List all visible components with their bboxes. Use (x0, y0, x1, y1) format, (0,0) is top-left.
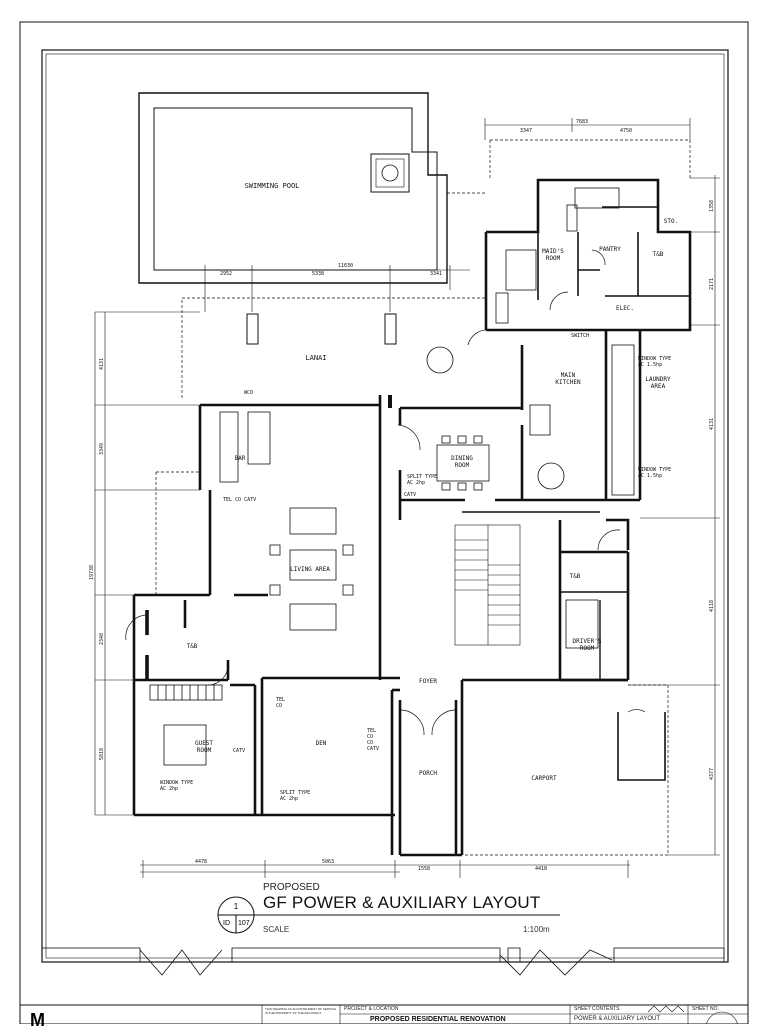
dim-right-e: 4377 (709, 767, 715, 780)
dim-right-b: 2171 (709, 277, 715, 290)
drawing-title: PROPOSED GF POWER & AUXILIARY LAYOUT SCA… (210, 880, 570, 940)
label-electrical: ELEC. (615, 305, 635, 312)
note-wco: WCO (244, 390, 254, 396)
sheet-border-outer (19, 21, 749, 1024)
label-den: DEN (315, 740, 327, 747)
dim-left-total: 19738 (89, 564, 95, 580)
dim-left-d: 5818 (99, 747, 105, 760)
title-main: GF POWER & AUXILIARY LAYOUT (263, 893, 541, 912)
staircase (454, 524, 521, 646)
detail-id: ID (223, 920, 230, 927)
sheet-no-label: SHEET NO. (692, 1006, 719, 1012)
note-window-ac-2: WINDOW TYPE AC 1.5hp (638, 467, 672, 479)
walls (132, 178, 692, 857)
note-den-outlets: TEL CO CO CATV (367, 728, 380, 752)
label-bar: BAR (234, 455, 246, 462)
title-block-note: THIS DRAWING AS AN INSTRUMENT OF SERVICE… (265, 1007, 336, 1015)
label-main-kitchen: MAIN KITCHEN (555, 372, 581, 386)
dim-right-a: 1358 (709, 199, 715, 212)
dim-right-d: 4118 (709, 599, 715, 612)
label-storage: STO. (663, 218, 679, 225)
note-split-den: SPLIT TYPE AC 2hp (280, 790, 311, 802)
swimming-pool-outline (138, 92, 448, 284)
furniture (149, 187, 635, 766)
dim-left-c: 2348 (99, 632, 105, 645)
detail-number: 1 (233, 902, 239, 911)
doors (125, 249, 646, 736)
dim-pool-b: 5338 (312, 271, 325, 277)
sheet-contents-label: SHEET CONTENTS (574, 1006, 620, 1012)
dim-left-a: 4131 (99, 357, 105, 370)
label-porch: PORCH (418, 770, 438, 777)
dim-pool-total: 11630 (338, 263, 354, 269)
note-catv-guest: CATV (233, 748, 246, 754)
title-prefix: PROPOSED (263, 882, 320, 893)
detail-sheet: 107 (238, 920, 250, 927)
project-label: PROJECT & LOCATION (344, 1006, 399, 1012)
label-drivers-room: DRIVER'S ROOM (572, 638, 602, 652)
label-lanai: LANAI (305, 354, 327, 362)
sheet-contents: POWER & AUXILIARY LAYOUT (574, 1016, 661, 1022)
note-catv-dining: CATV (404, 492, 417, 498)
perimeter-gate (41, 947, 725, 976)
dim-pool-a: 2952 (220, 271, 233, 277)
project-name: PROPOSED RESIDENTIAL RENOVATION (370, 1016, 506, 1023)
dim-top-a: 3347 (520, 128, 533, 134)
dim-top-total: 7683 (576, 119, 589, 125)
label-pantry: PANTRY (599, 246, 621, 253)
dim-bot-a: 4478 (195, 859, 208, 865)
dimension-lines (94, 118, 720, 878)
label-swimming-pool: SWIMMING POOL (244, 182, 300, 190)
label-living-area: LIVING AREA (290, 566, 330, 573)
detail-callout-circle (217, 896, 560, 934)
dim-bot-c: 1558 (418, 866, 431, 872)
label-carport: CARPORT (531, 775, 557, 782)
note-split-dining: SPLIT TYPE AC 2hp (407, 474, 438, 486)
sheet-border-inner2 (45, 53, 725, 959)
note-window-ac-1: WINDOW TYPE AC 1.5hp (638, 356, 672, 368)
label-tb-guest: T&B (186, 643, 198, 650)
note-switch: SWITCH (571, 333, 590, 339)
label-laundry-area: LAUNDRY AREA (645, 376, 671, 390)
note-tel-guest: TEL CO (276, 697, 286, 709)
label-dining-room: DINING ROOM (451, 455, 473, 469)
scale-label: SCALE (263, 925, 290, 934)
label-tb-driver: T&B (569, 573, 581, 580)
label-maids-room: MAID'S ROOM (542, 248, 564, 262)
dim-top-b: 4750 (620, 128, 633, 134)
note-tel-living: TEL CO CATV (223, 497, 257, 503)
scale-value: 1:100m (523, 925, 550, 934)
note-window-guest: WINDOW TYPE AC 2hp (160, 780, 194, 792)
dim-pool-c: 3341 (430, 271, 443, 277)
label-foyer: FOYER (418, 678, 438, 685)
label-guest-room: GUEST ROOM (194, 740, 214, 754)
dim-left-b: 3349 (99, 442, 105, 455)
label-tb-service: T&B (652, 251, 664, 258)
dim-bot-b: 5063 (322, 859, 335, 865)
dim-bot-d: 4418 (535, 866, 548, 872)
title-block-grid (261, 1005, 748, 1024)
dim-right-c: 4131 (709, 417, 715, 430)
firm-logo: M (30, 1010, 45, 1030)
